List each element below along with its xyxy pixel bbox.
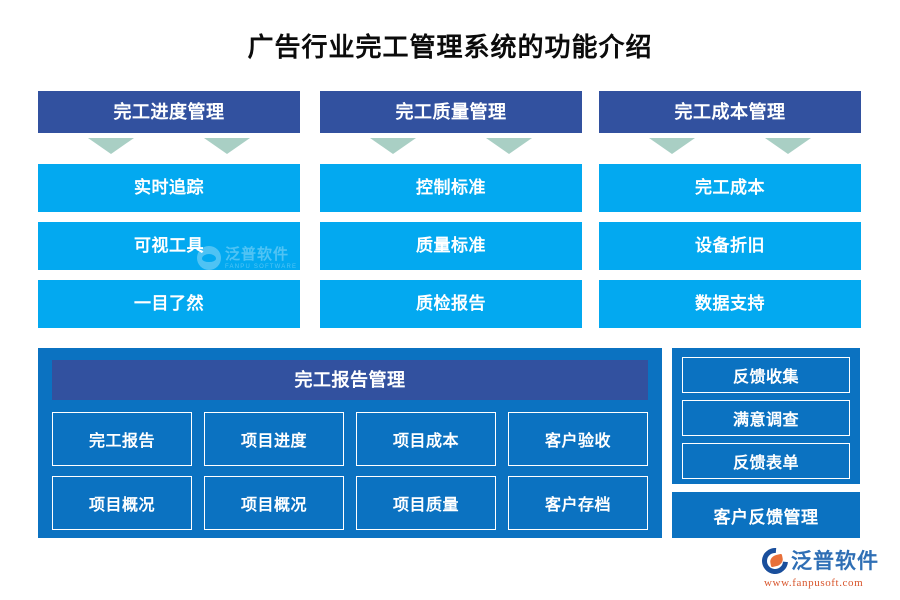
feedback-item-list: 反馈收集 满意调查 反馈表单 [682, 357, 850, 479]
item-cost-1[interactable]: 完工成本 [599, 164, 861, 212]
logo-row: 泛普软件 [756, 542, 879, 580]
arrow-row-progress [38, 133, 300, 164]
item-progress-2[interactable]: 可视工具 [38, 222, 300, 270]
item-progress-3[interactable]: 一目了然 [38, 280, 300, 328]
down-arrow-icon [370, 138, 416, 154]
item-quality-2[interactable]: 质量标准 [320, 222, 582, 270]
page-title: 广告行业完工管理系统的功能介绍 [247, 32, 653, 62]
feedback-item-3[interactable]: 反馈表单 [682, 443, 850, 479]
report-item-6[interactable]: 项目概况 [204, 476, 344, 530]
feedback-panel: 反馈收集 满意调查 反馈表单 [672, 348, 860, 484]
down-arrow-icon [88, 138, 134, 154]
fanpu-logo-icon [756, 542, 794, 580]
feedback-panel-footer: 客户反馈管理 [672, 492, 860, 538]
column-progress-management: 完工进度管理 实时追踪 可视工具 一目了然 [38, 91, 300, 338]
item-cost-2[interactable]: 设备折旧 [599, 222, 861, 270]
report-item-8[interactable]: 客户存档 [508, 476, 648, 530]
report-item-2[interactable]: 项目进度 [204, 412, 344, 466]
arrow-row-cost [599, 133, 861, 164]
report-item-grid: 完工报告 项目进度 项目成本 客户验收 项目概况 项目概况 项目质量 客户存档 [52, 412, 648, 530]
item-quality-1[interactable]: 控制标准 [320, 164, 582, 212]
down-arrow-icon [204, 138, 250, 154]
report-management-panel: 完工报告管理 完工报告 项目进度 项目成本 客户验收 项目概况 项目概况 项目质… [38, 348, 662, 538]
brand-logo: 泛普软件 www.fanpusoft.com [756, 542, 879, 589]
column-header-quality: 完工质量管理 [320, 91, 582, 133]
item-cost-3[interactable]: 数据支持 [599, 280, 861, 328]
arrow-row-quality [320, 133, 582, 164]
item-progress-1[interactable]: 实时追踪 [38, 164, 300, 212]
column-header-cost: 完工成本管理 [599, 91, 861, 133]
down-arrow-icon [765, 138, 811, 154]
down-arrow-icon [649, 138, 695, 154]
report-item-4[interactable]: 客户验收 [508, 412, 648, 466]
logo-brand-name: 泛普软件 [791, 549, 879, 573]
column-quality-management: 完工质量管理 控制标准 质量标准 质检报告 [320, 91, 582, 338]
feedback-item-2[interactable]: 满意调查 [682, 400, 850, 436]
column-cost-management: 完工成本管理 完工成本 设备折旧 数据支持 [599, 91, 861, 338]
report-item-5[interactable]: 项目概况 [52, 476, 192, 530]
feedback-item-1[interactable]: 反馈收集 [682, 357, 850, 393]
report-item-1[interactable]: 完工报告 [52, 412, 192, 466]
report-item-3[interactable]: 项目成本 [356, 412, 496, 466]
report-panel-header: 完工报告管理 [52, 360, 648, 400]
column-header-progress: 完工进度管理 [38, 91, 300, 133]
down-arrow-icon [486, 138, 532, 154]
item-quality-3[interactable]: 质检报告 [320, 280, 582, 328]
report-item-7[interactable]: 项目质量 [356, 476, 496, 530]
logo-url: www.fanpusoft.com [764, 577, 864, 589]
